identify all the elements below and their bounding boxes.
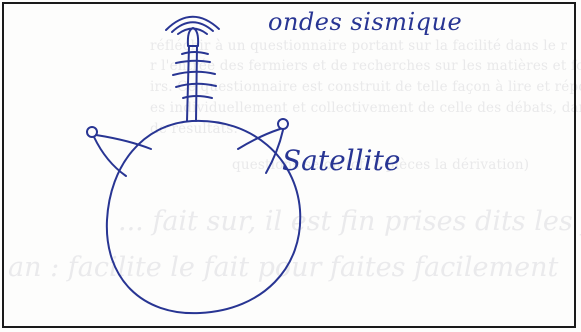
page-border — [2, 2, 576, 328]
